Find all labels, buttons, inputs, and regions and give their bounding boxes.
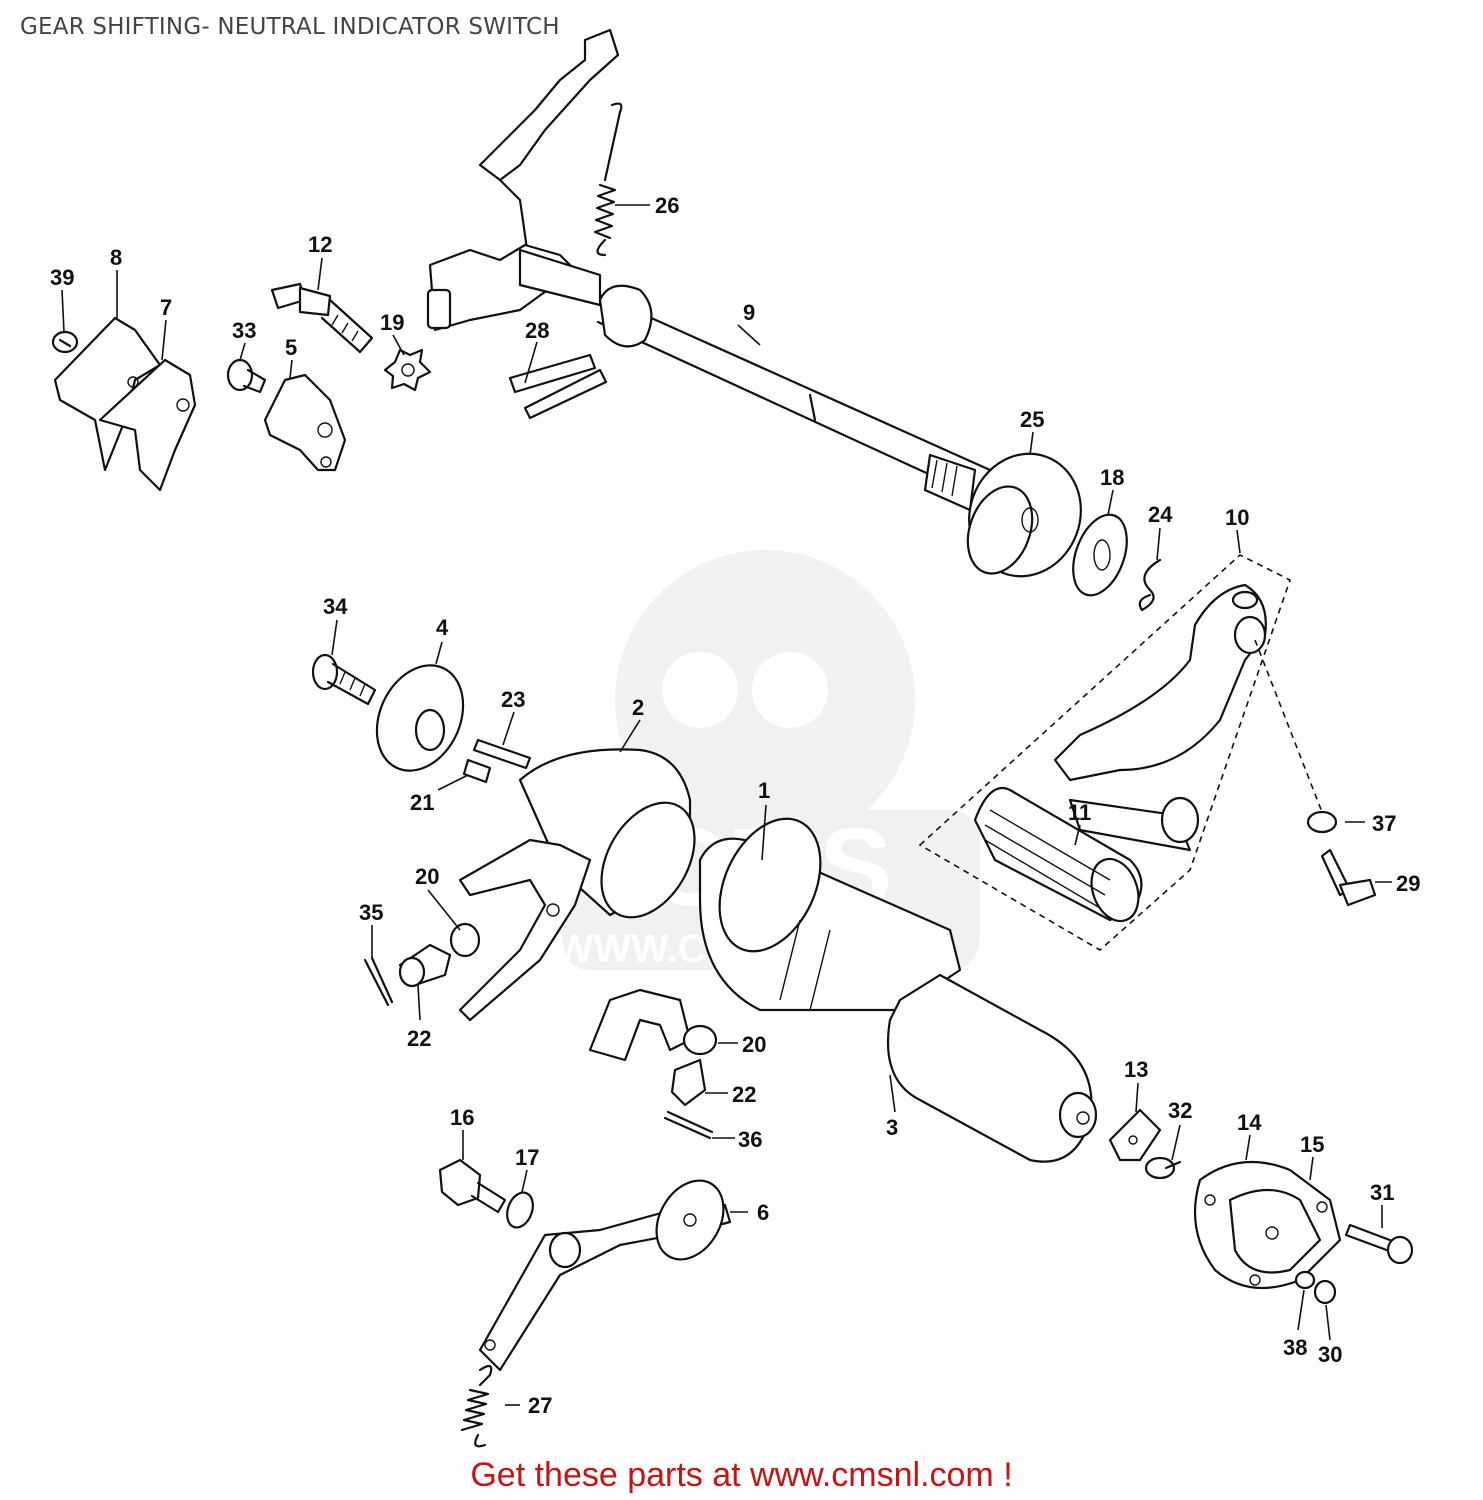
washer-17 [506, 1191, 534, 1229]
bolt-12 [270, 282, 374, 354]
roller-20-lower [682, 1024, 718, 1056]
spring-26 [593, 102, 623, 257]
gearshift-spindle-assembly [426, 28, 992, 512]
callout-13: 13 [1124, 1057, 1148, 1082]
plate-4 [375, 664, 465, 772]
plate-13 [1108, 1108, 1162, 1162]
shift-fork-2 [458, 748, 696, 1022]
bolt-34 [311, 653, 377, 706]
callout-5: 5 [285, 335, 297, 360]
change-pedal-10 [918, 554, 1291, 951]
callout-12: 12 [308, 232, 332, 257]
callout-32: 32 [1168, 1098, 1192, 1123]
callout-23: 23 [501, 687, 525, 712]
callout-11: 11 [1068, 800, 1091, 825]
callout-17: 17 [515, 1145, 539, 1170]
callout-38: 38 [1283, 1335, 1307, 1360]
callout-15: 15 [1300, 1132, 1324, 1157]
callout-3: 3 [886, 1115, 898, 1140]
diagram-title: GEAR SHIFTING- NEUTRAL INDICATOR SWITCH [20, 14, 560, 40]
neutral-switch-14-15 [1193, 1160, 1342, 1290]
callout-35: 35 [359, 900, 383, 925]
circlip-39 [51, 330, 79, 354]
pin-23 [472, 738, 532, 770]
callout-14: 14 [1237, 1110, 1262, 1135]
screw-32 [1144, 1156, 1182, 1180]
callout-25: 25 [1020, 407, 1044, 432]
washer-38 [1294, 1270, 1316, 1290]
bolt-33 [226, 358, 267, 394]
callout-27: 27 [528, 1393, 552, 1418]
collar-25 [966, 452, 1082, 578]
leader-lines [61, 204, 1392, 1406]
get-parts-link[interactable]: Get these parts at www.cmsnl.com ! [470, 1456, 1013, 1494]
washer-37 [1306, 810, 1338, 834]
callout-labels: 1 2 3 4 5 6 7 8 9 10 11 12 13 14 15 16 1… [50, 193, 1420, 1418]
callout-2: 2 [632, 695, 644, 720]
callout-16: 16 [450, 1105, 474, 1130]
callout-22-upper: 22 [407, 1026, 431, 1051]
pin-21 [462, 758, 492, 784]
callout-9: 9 [743, 300, 755, 325]
screw-30 [1313, 1279, 1337, 1305]
bolt-29 [1320, 848, 1377, 907]
callout-1: 1 [758, 778, 770, 803]
callout-30: 30 [1318, 1342, 1342, 1367]
callout-34: 34 [323, 594, 348, 619]
pin-22-lower [670, 1058, 707, 1107]
callout-4: 4 [436, 615, 449, 640]
callout-29: 29 [1396, 871, 1420, 896]
callout-37: 37 [1372, 811, 1396, 836]
callout-18: 18 [1100, 465, 1124, 490]
callout-20-upper: 20 [415, 864, 439, 889]
callout-10: 10 [1225, 505, 1249, 530]
clip-24 [1138, 558, 1162, 612]
callout-24: 24 [1148, 502, 1173, 527]
cotter-pin-36 [663, 1110, 714, 1140]
callout-36: 36 [738, 1127, 762, 1152]
star-washer-19 [383, 348, 432, 392]
cotter-pin-35 [363, 956, 394, 1007]
callout-26: 26 [655, 193, 679, 218]
callout-20-lower: 20 [742, 1032, 766, 1057]
callout-28: 28 [525, 318, 549, 343]
roller-20-upper [449, 922, 481, 958]
stopper-arm-6 [478, 1179, 732, 1372]
bolt-16 [438, 1158, 507, 1214]
plate-7 [98, 358, 197, 492]
callout-8: 8 [110, 245, 122, 270]
callout-22-lower: 22 [732, 1082, 756, 1107]
pin-28 [508, 353, 608, 420]
pin-22-upper [398, 943, 452, 988]
callout-39: 39 [50, 265, 74, 290]
callout-21: 21 [410, 790, 434, 815]
pedal-rubber-11 [973, 787, 1143, 923]
plate-5 [263, 373, 347, 472]
callout-7: 7 [160, 295, 172, 320]
callout-6: 6 [757, 1200, 769, 1225]
callout-19: 19 [380, 310, 404, 335]
shift-drum-1 [588, 817, 1098, 1163]
washer-18 [1072, 513, 1128, 597]
spring-27 [460, 1364, 493, 1448]
callout-31: 31 [1370, 1180, 1394, 1205]
callout-33: 33 [232, 318, 256, 343]
screw-31 [1344, 1223, 1414, 1265]
